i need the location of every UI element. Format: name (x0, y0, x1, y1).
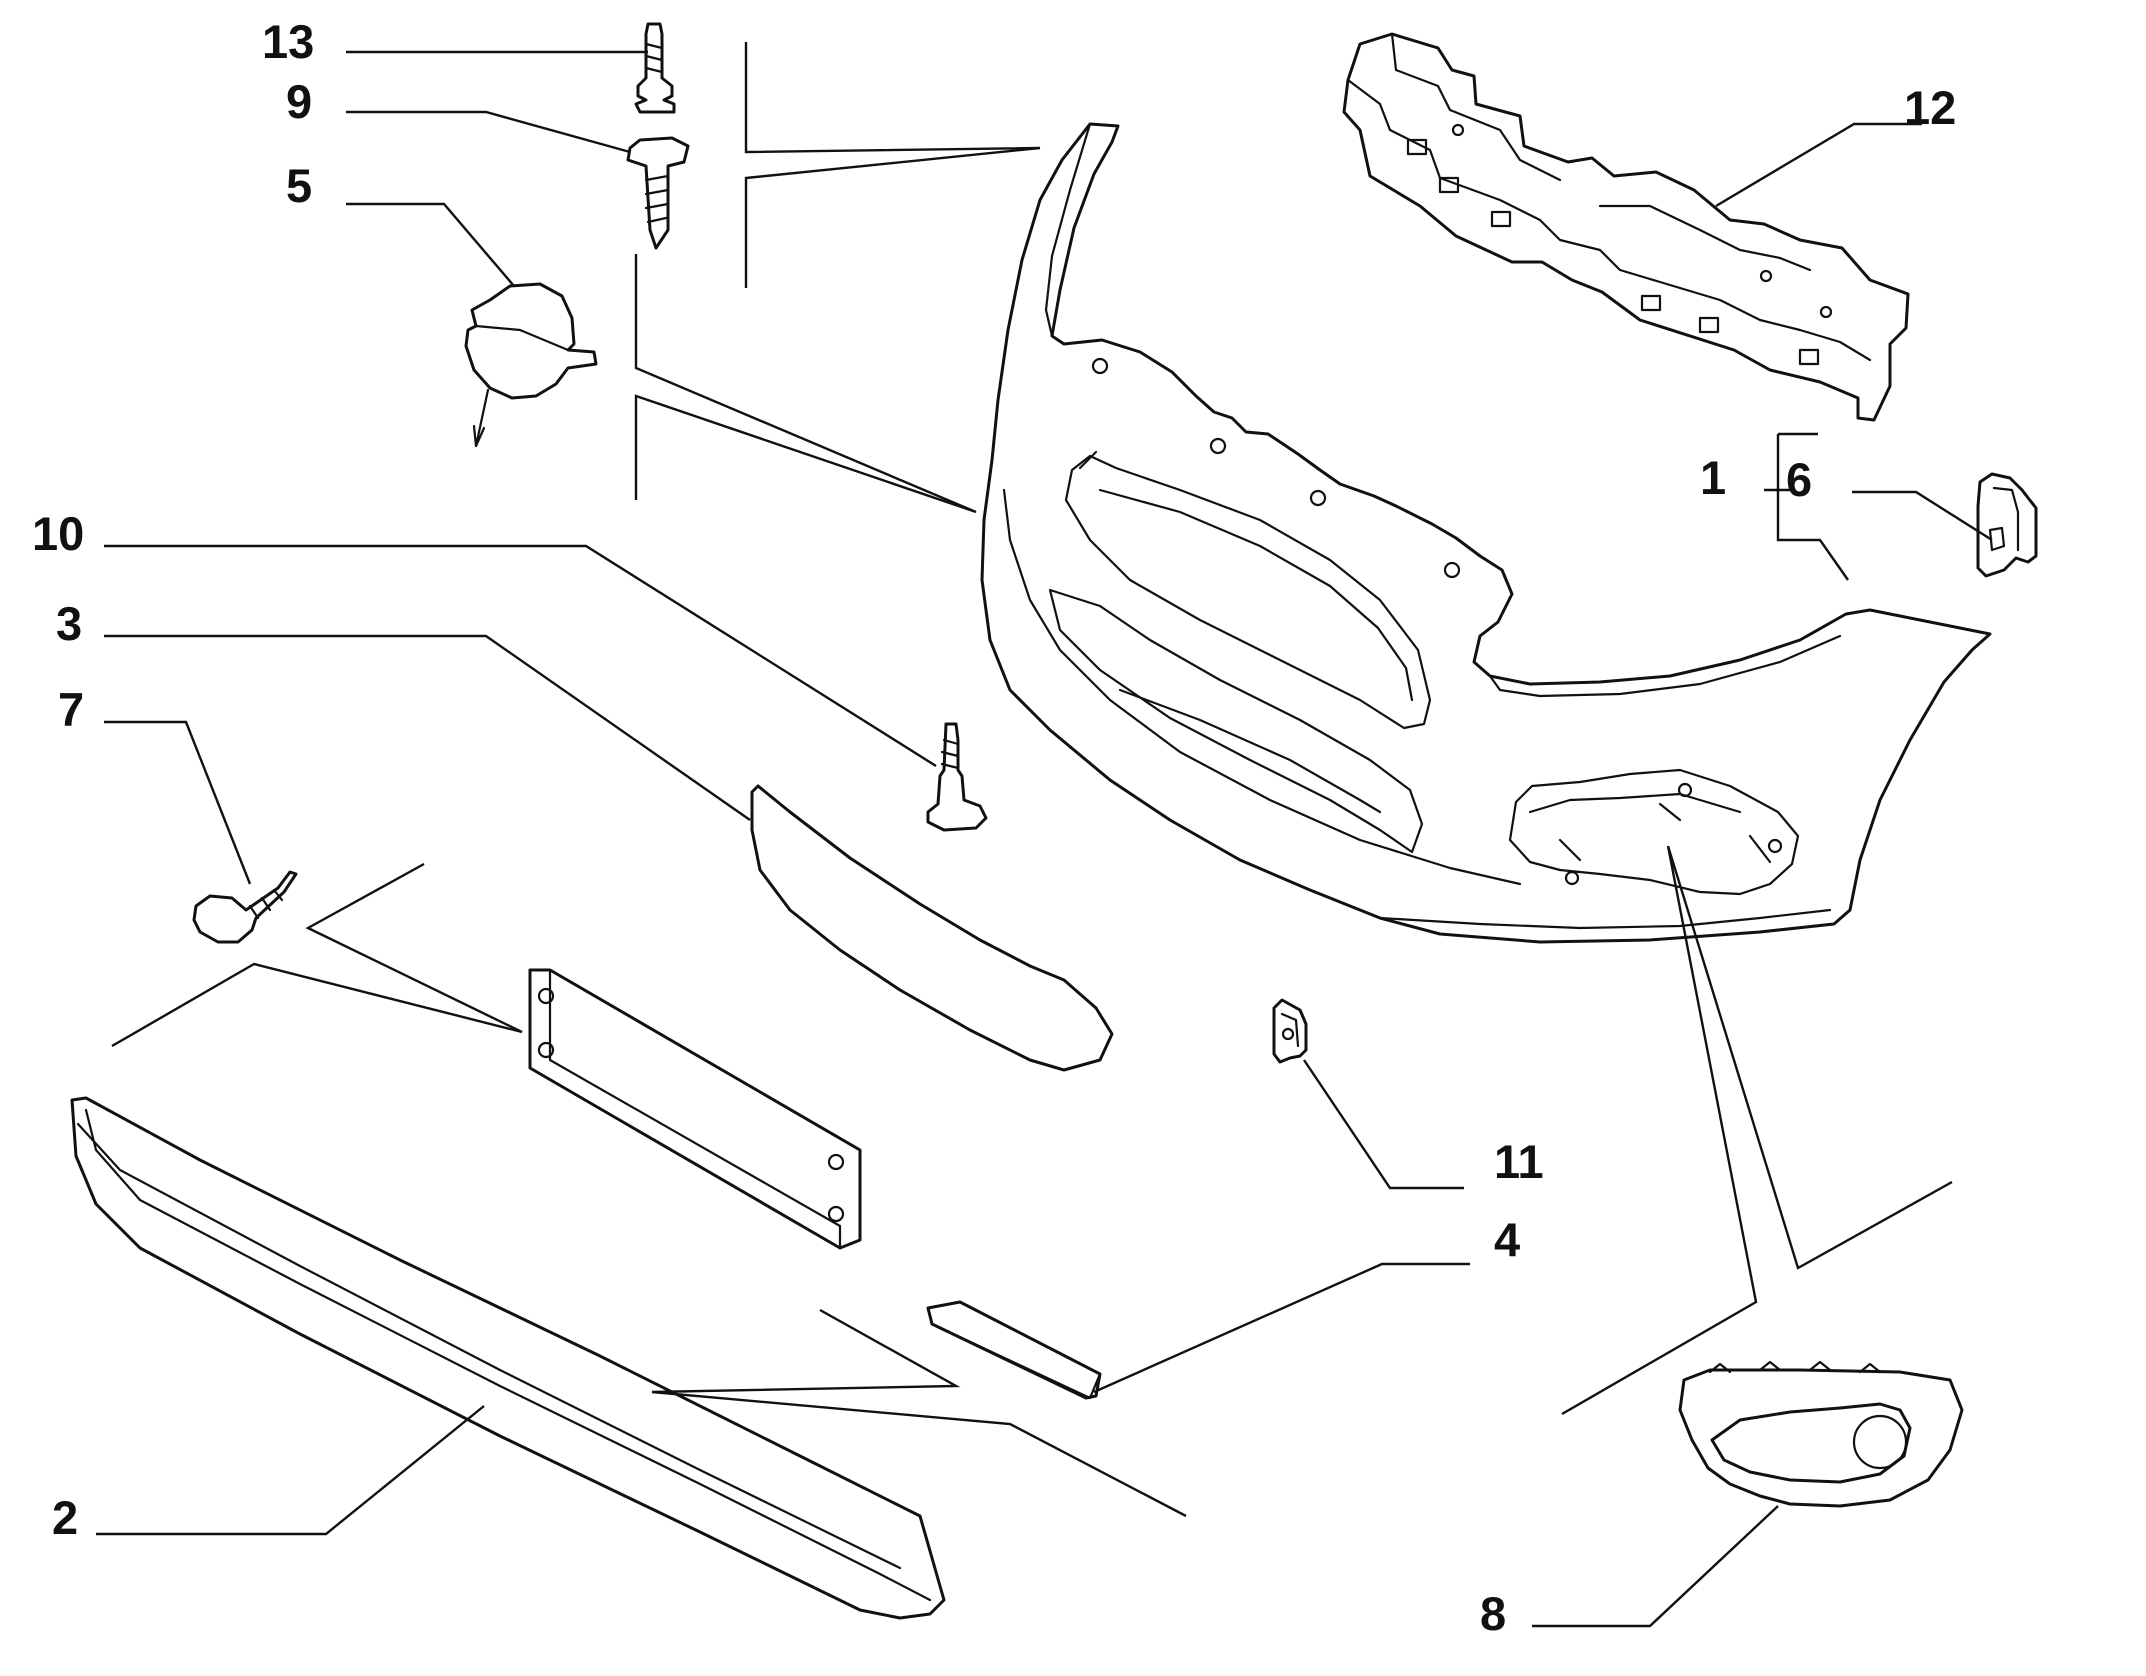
front-bumper-cover-part-1 (980, 122, 1992, 944)
callout-1: 1 (1700, 451, 1726, 504)
callout-9: 9 (286, 75, 312, 128)
callout-11: 11 (1494, 1135, 1544, 1188)
leader-lines (96, 42, 1993, 1628)
callout-10: 10 (32, 507, 84, 560)
lower-trim-strip-part-2 (70, 1096, 946, 1620)
tow-hook-cover-part-5 (464, 282, 598, 448)
bumper-reinforcement-part-12 (1342, 32, 1910, 422)
lower-grille-part-3 (750, 784, 1114, 1072)
callout-labels: 13 9 5 10 3 7 12 1 6 11 4 2 8 (32, 15, 1956, 1640)
clip-part-11 (1272, 998, 1308, 1064)
callout-2: 2 (52, 1491, 78, 1544)
callout-4: 4 (1494, 1213, 1520, 1266)
bolt-part-13 (634, 22, 676, 114)
foam-strip-part-4 (926, 1300, 1102, 1400)
fog-lamp-grille-part-8 (1678, 1360, 1964, 1508)
screw-part-9 (626, 136, 690, 250)
callout-13: 13 (262, 15, 314, 68)
callout-5: 5 (286, 159, 312, 212)
callout-7: 7 (58, 683, 84, 736)
bolt-part-10 (926, 722, 988, 832)
plate-holder-bracket (528, 968, 862, 1250)
callout-3: 3 (56, 597, 82, 650)
callout-6: 6 (1786, 453, 1812, 506)
screw-part-7 (192, 870, 298, 944)
callout-8: 8 (1480, 1587, 1506, 1640)
clip-part-6 (1976, 472, 2038, 578)
callout-12: 12 (1904, 81, 1956, 134)
